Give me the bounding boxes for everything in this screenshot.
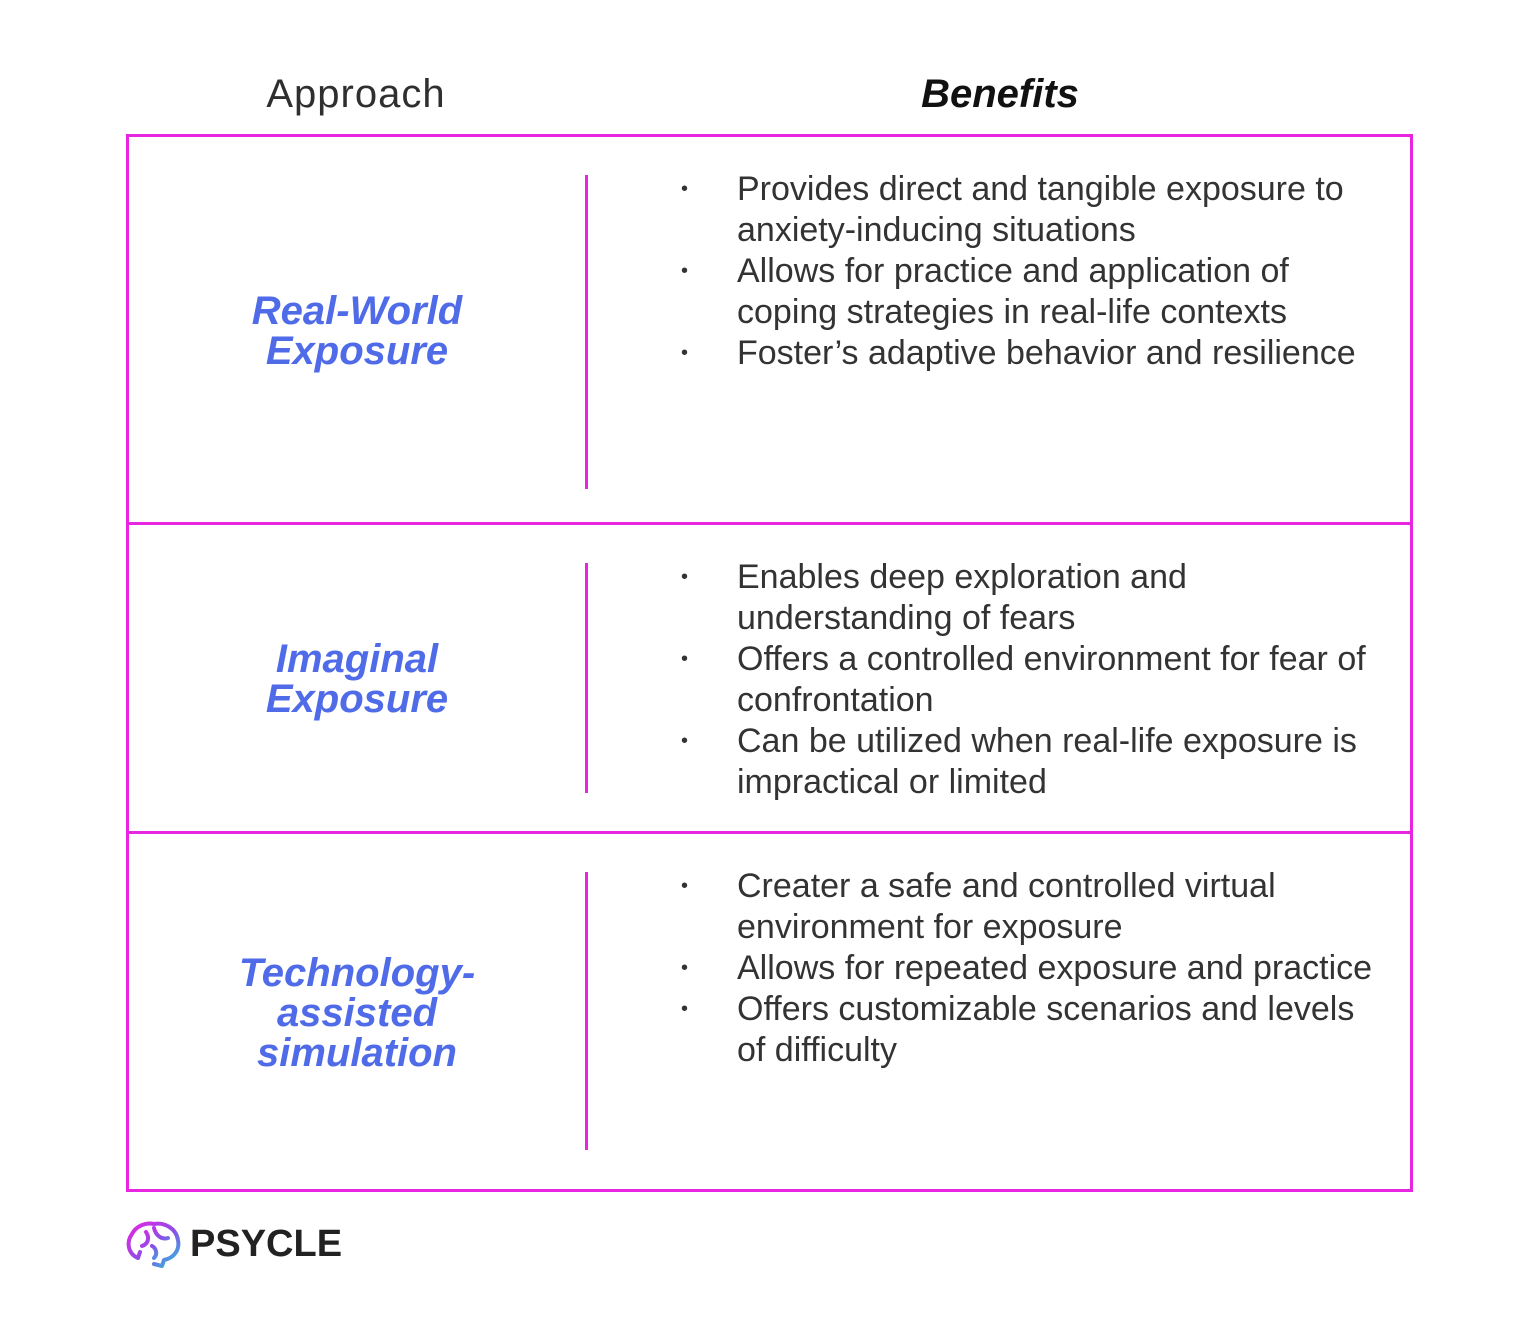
benefit-item: • Allows for repeated exposure and practi… (679, 948, 1379, 989)
benefit-item: • Foster’s adaptive behavior and resilien… (679, 333, 1379, 374)
bullet-icon: • (681, 957, 689, 979)
table-row: Real-World Exposure • Provides direct and… (129, 137, 1410, 525)
table-row: Imaginal Exposure • Enables deep explorat… (129, 522, 1410, 832)
benefits-list: • Creater a safe and controlled virtual e… (679, 866, 1379, 1071)
bullet-icon: • (681, 875, 689, 897)
column-divider (585, 563, 588, 793)
benefit-text: Enables deep exploration and understandi… (737, 558, 1187, 637)
bullet-icon: • (681, 178, 689, 200)
benefit-text: Can be utilized when real-life exposure … (737, 722, 1357, 801)
approach-cell: Technology- assisted simulation (129, 834, 585, 1192)
bullet-icon: • (681, 998, 689, 1020)
logo-text: PSYCLE (190, 1222, 343, 1265)
benefit-text: Foster’s adaptive behavior and resilienc… (737, 334, 1356, 372)
benefits-cell: • Provides direct and tangible exposure t… (679, 169, 1379, 374)
bullet-icon: • (681, 260, 689, 282)
benefit-text: Creater a safe and controlled virtual en… (737, 867, 1276, 946)
benefit-item: • Offers a controlled environment for fea… (679, 639, 1379, 721)
benefit-item: • Offers customizable scenarios and level… (679, 989, 1379, 1071)
benefit-item: • Enables deep exploration and understand… (679, 557, 1379, 639)
benefit-text: Offers a controlled environment for fear… (737, 640, 1366, 719)
benefit-item: • Allows for practice and application of … (679, 251, 1379, 333)
approach-cell: Imaginal Exposure (129, 525, 585, 832)
benefit-item: • Provides direct and tangible exposure t… (679, 169, 1379, 251)
bullet-icon: • (681, 648, 689, 670)
table-row: Technology- assisted simulation • Creater… (129, 831, 1410, 1192)
column-divider (585, 175, 588, 489)
approach-column-header: Approach (266, 72, 446, 116)
benefits-cell: • Creater a safe and controlled virtual e… (679, 866, 1379, 1071)
benefit-item: • Can be utilized when real-life exposure… (679, 721, 1379, 803)
benefit-text: Allows for practice and application of c… (737, 252, 1289, 331)
approach-label: Real-World Exposure (251, 289, 463, 373)
benefits-cell: • Enables deep exploration and understand… (679, 557, 1379, 803)
benefit-text: Provides direct and tangible exposure to… (737, 170, 1344, 249)
column-divider (585, 872, 588, 1150)
comparison-table: Real-World Exposure • Provides direct and… (126, 134, 1413, 1192)
benefits-list: • Enables deep exploration and understand… (679, 557, 1379, 803)
bullet-icon: • (681, 566, 689, 588)
benefits-column-header: Benefits (921, 72, 1079, 116)
benefit-text: Allows for repeated exposure and practic… (737, 949, 1373, 987)
bullet-icon: • (681, 342, 689, 364)
psycle-logo: PSYCLE (124, 1218, 342, 1270)
benefits-list: • Provides direct and tangible exposure t… (679, 169, 1379, 374)
benefit-text: Offers customizable scenarios and levels… (737, 990, 1355, 1069)
brain-icon (126, 1221, 181, 1268)
approach-cell: Real-World Exposure (129, 137, 585, 525)
bullet-icon: • (681, 730, 689, 752)
approach-label: Technology- assisted simulation (238, 951, 476, 1075)
approach-label: Imaginal Exposure (265, 636, 449, 721)
benefit-item: • Creater a safe and controlled virtual e… (679, 866, 1379, 948)
